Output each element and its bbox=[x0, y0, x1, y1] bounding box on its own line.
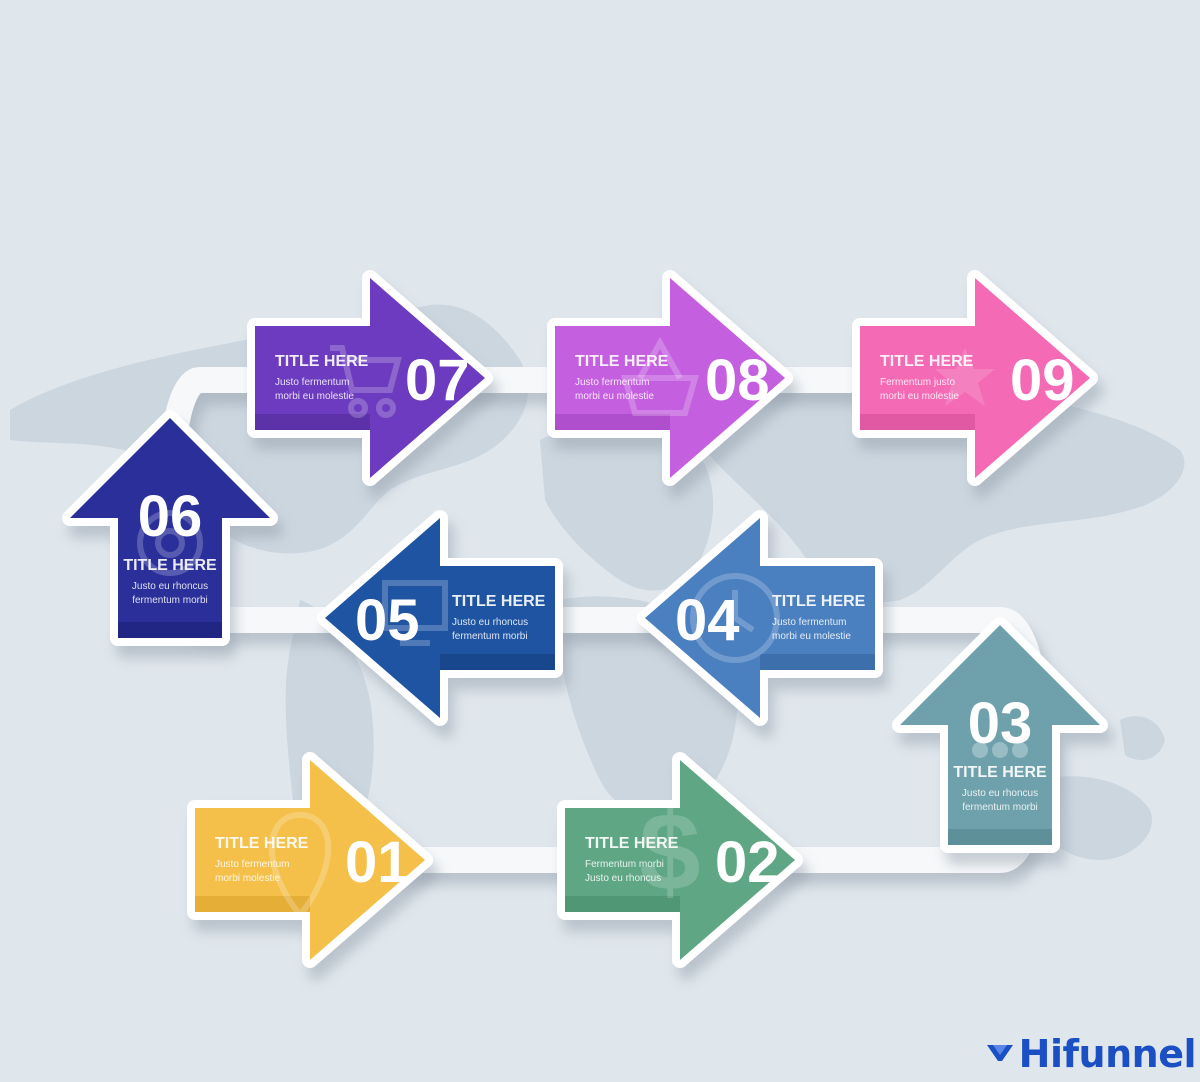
step-description-line-1: Justo eu rhoncus bbox=[962, 788, 1038, 799]
step-description-line-1: Justo fermentum bbox=[215, 859, 289, 870]
computer-icon bbox=[382, 580, 448, 646]
chat-bubble-icon bbox=[972, 742, 1028, 758]
step-description-line-2: morbi eu molestie bbox=[575, 391, 654, 402]
brand-logo: Hifunnel bbox=[985, 1032, 1197, 1076]
step-08: 08 TITLE HERE Justo fermentum morbi eu mole… bbox=[547, 270, 793, 486]
basket-icon bbox=[621, 336, 699, 416]
step-arrow-shade bbox=[760, 654, 875, 670]
step-description-line-1: Justo fermentum bbox=[275, 377, 349, 388]
step-arrow bbox=[900, 625, 1100, 845]
step-title: TITLE HERE bbox=[275, 353, 369, 370]
dollar-icon: $ bbox=[639, 791, 700, 914]
step-number: 06 bbox=[138, 484, 203, 549]
step-number: 07 bbox=[405, 348, 470, 413]
steps-layer: 01 TITLE HERE Justo fermentum morbi molesti… bbox=[62, 270, 1108, 968]
step-title: TITLE HERE bbox=[880, 353, 974, 370]
location-pin-icon bbox=[268, 811, 332, 920]
step-description-line-1: Justo eu rhoncus bbox=[132, 581, 208, 592]
step-title: TITLE HERE bbox=[585, 835, 679, 852]
step-09: 09 TITLE HERE Fermentum justo morbi eu mole… bbox=[852, 270, 1098, 486]
step-description-line-1: Fermentum morbi bbox=[585, 859, 664, 870]
step-number: 02 bbox=[715, 830, 780, 895]
step-description-line-1: Justo eu rhoncus bbox=[452, 617, 528, 628]
gear-icon bbox=[137, 510, 203, 576]
clock-icon bbox=[690, 573, 780, 663]
step-title: TITLE HERE bbox=[215, 835, 309, 852]
step-arrow-shade bbox=[948, 829, 1052, 845]
step-04: 04 TITLE HERE Justo fermentum morbi eu mole… bbox=[637, 510, 883, 726]
step-arrow bbox=[70, 418, 270, 638]
step-07: 07 TITLE HERE Justo fermentum morbi eu mole… bbox=[247, 270, 493, 486]
step-number: 04 bbox=[675, 588, 740, 653]
step-description-line-2: morbi eu molestie bbox=[880, 391, 959, 402]
step-arrow-shade bbox=[255, 414, 370, 430]
step-title: TITLE HERE bbox=[123, 557, 217, 574]
star-icon bbox=[935, 348, 995, 406]
step-number: 05 bbox=[355, 588, 420, 653]
svg-text:$: $ bbox=[639, 791, 700, 914]
step-arrow-shade bbox=[195, 896, 310, 912]
step-01: 01 TITLE HERE Justo fermentum morbi molesti… bbox=[187, 752, 433, 968]
step-description-line-1: Fermentum justo bbox=[880, 377, 955, 388]
step-description-line-1: Justo fermentum bbox=[772, 617, 846, 628]
step-number: 08 bbox=[705, 348, 770, 413]
step-number: 09 bbox=[1010, 348, 1075, 413]
step-title: TITLE HERE bbox=[772, 593, 866, 610]
step-number: 01 bbox=[345, 830, 410, 895]
brand-name: Hifunnel bbox=[1018, 1032, 1197, 1076]
step-description-line-2: fermentum morbi bbox=[962, 802, 1038, 813]
step-arrow-shade bbox=[565, 896, 680, 912]
step-description-line-2: morbi eu molestie bbox=[275, 391, 354, 402]
step-description-line-1: Justo fermentum bbox=[575, 377, 649, 388]
step-title: TITLE HERE bbox=[452, 593, 546, 610]
step-05: 05 TITLE HERE Justo eu rhoncus fermentum mo… bbox=[317, 510, 563, 726]
funnel-icon bbox=[986, 1045, 1013, 1061]
step-arrow-shade bbox=[118, 622, 222, 638]
step-number: 03 bbox=[968, 691, 1033, 756]
step-title: TITLE HERE bbox=[953, 764, 1047, 781]
step-description-line-2: Justo eu rhoncus bbox=[585, 873, 661, 884]
step-description-line-2: morbi eu molestie bbox=[772, 631, 851, 642]
step-arrow-shade bbox=[440, 654, 555, 670]
shopping-cart-icon bbox=[330, 345, 402, 418]
step-description-line-2: fermentum morbi bbox=[452, 631, 528, 642]
step-arrow-shade bbox=[555, 414, 670, 430]
step-title: TITLE HERE bbox=[575, 353, 669, 370]
step-description-line-2: fermentum morbi bbox=[132, 595, 208, 606]
step-description-line-2: morbi molestie bbox=[215, 873, 280, 884]
step-arrow-shade bbox=[860, 414, 975, 430]
